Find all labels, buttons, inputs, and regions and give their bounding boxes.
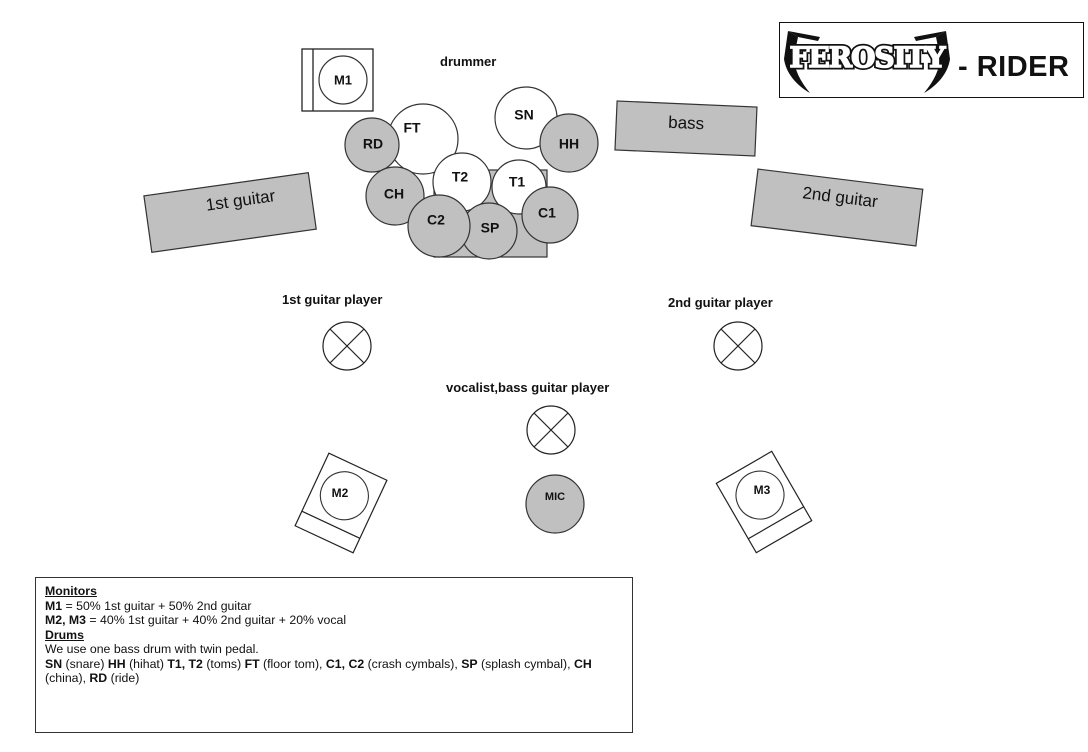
drum-sp-label: SP — [481, 220, 500, 236]
legend-key: SP — [461, 656, 478, 671]
monitor-m2 — [294, 452, 388, 554]
legend-desc: (splash cymbal), — [477, 656, 574, 671]
drum-hh: HH — [539, 113, 599, 173]
drum-rd: RD — [344, 117, 400, 173]
drum-ft: FT — [387, 103, 459, 175]
drums-legend: SN (snare) HH (hihat) T1, T2 (toms) FT (… — [45, 657, 605, 686]
drum-ch-label: CH — [384, 186, 404, 202]
note-m1-text: = 50% 1st guitar + 50% 2nd guitar — [62, 598, 252, 613]
amp-guitar-2: 2nd guitar — [750, 168, 924, 247]
drum-c2: C2 — [407, 194, 471, 258]
legend-key: RD — [89, 671, 108, 685]
drum-rd-label: RD — [363, 136, 383, 152]
note-m23-key: M2, M3 — [45, 613, 86, 627]
drum-t2-label: T2 — [452, 169, 469, 185]
amp-bass-label: bass — [668, 113, 705, 134]
band-logo-icon: FEROSITY FEROSITY — [784, 31, 950, 93]
drum-sp: SP — [460, 202, 518, 260]
vocal-mic-label: MIC — [545, 491, 565, 503]
vocal-mic: MIC — [525, 474, 585, 534]
legend-desc: (ride) — [107, 671, 140, 685]
drum-ft-label: FT — [403, 120, 421, 136]
player-vocal-bass-position — [526, 405, 576, 455]
legend-desc: (toms) — [202, 656, 245, 671]
drum-t1-label: T1 — [509, 174, 526, 190]
legend-desc: (china), — [45, 671, 90, 685]
player-guitar-1-position — [322, 321, 372, 371]
band-logo-text-outline: FEROSITY — [789, 41, 946, 74]
legend-desc: (floor tom), — [259, 656, 326, 671]
player-guitar-2-position — [713, 321, 763, 371]
rider-title: - RIDER — [958, 51, 1070, 83]
band-logo-text: FEROSITY — [789, 41, 946, 74]
title-box: FEROSITY FEROSITY - RIDER — [779, 22, 1084, 98]
drum-kit: FT RD SN HH T2 T1 CH SP — [344, 86, 599, 260]
legend-desc: (crash cymbals), — [364, 656, 462, 671]
player-guitar-1-label: 1st guitar player — [282, 292, 382, 307]
legend-key: C1, C2 — [325, 656, 365, 671]
legend-key: HH — [107, 656, 126, 671]
monitor-m1: M1 — [301, 48, 374, 112]
drum-c1: C1 — [521, 186, 579, 244]
note-m1-key: M1 — [45, 598, 63, 613]
monitor-m1-label: M1 — [334, 72, 352, 87]
note-m1: M1 = 50% 1st guitar + 50% 2nd guitar — [45, 599, 623, 614]
monitor-m3 — [715, 450, 813, 554]
legend-key: T1, T2 — [167, 656, 203, 671]
player-vocal-bass-label: vocalist,bass guitar player — [446, 380, 609, 395]
notes-box: Monitors M1 = 50% 1st guitar + 50% 2nd g… — [35, 577, 633, 733]
drums-heading: Drums — [45, 627, 84, 642]
drum-c2-label: C2 — [427, 212, 445, 228]
drum-ch: CH — [365, 166, 425, 226]
amp-guitar-1: 1st guitar — [143, 172, 317, 253]
monitors-heading: Monitors — [45, 584, 97, 598]
drum-c1-label: C1 — [538, 205, 556, 221]
player-guitar-2-label: 2nd guitar player — [668, 295, 773, 310]
note-m23-text: = 40% 1st guitar + 40% 2nd guitar + 20% … — [86, 613, 347, 627]
amp-bass: bass — [614, 100, 758, 157]
monitor-m3-label: M3 — [754, 483, 771, 497]
legend-desc: (hihat) — [125, 656, 168, 671]
legend-key: FT — [244, 656, 260, 671]
legend-key: SN — [45, 656, 63, 671]
legend-desc: (snare) — [62, 656, 108, 671]
drums-intro: We use one bass drum with twin pedal. — [45, 642, 259, 656]
note-m2-m3: M2, M3 = 40% 1st guitar + 40% 2nd guitar… — [45, 613, 623, 628]
drummer-label: drummer — [440, 54, 496, 69]
monitor-m2-label: M2 — [332, 486, 349, 500]
legend-key: CH — [573, 656, 592, 671]
drum-sn-label: SN — [514, 107, 533, 123]
drum-hh-label: HH — [559, 136, 579, 152]
